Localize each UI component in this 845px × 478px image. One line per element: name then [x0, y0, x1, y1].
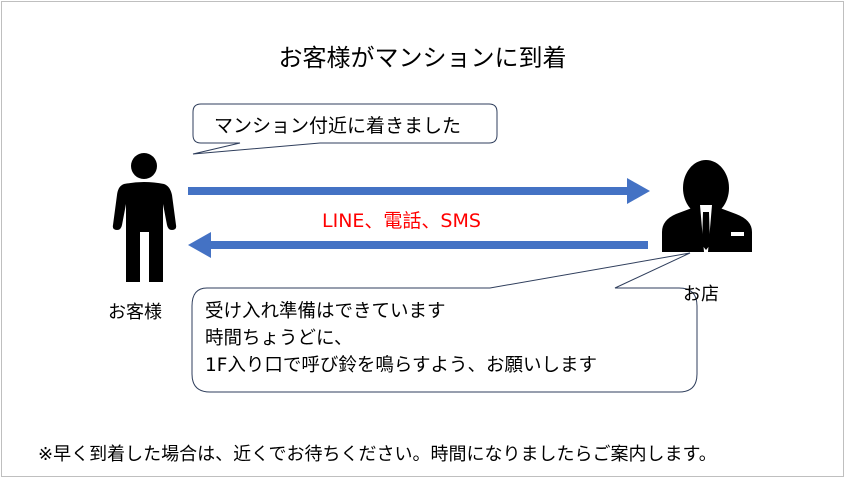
shop-staff-icon: [662, 160, 752, 252]
arrow-to-shop: [188, 178, 650, 204]
shop-reply-line: 1F入り口で呼び鈴を鳴らすよう、お願いします: [205, 355, 598, 376]
customer-callout: [192, 103, 498, 155]
diagram-title: お客様がマンションに到着: [278, 44, 567, 72]
shop-reply-line: 時間ちょうどに、: [205, 328, 353, 349]
shop-reply: 受け入れ準備はできています 時間ちょうどに、 1F入り口で呼び鈴を鳴らすよう、お…: [205, 298, 597, 379]
shop-callout: [191, 252, 698, 393]
shop-label: お店: [683, 284, 719, 305]
channels-label: LINE、電話、SMS: [322, 210, 481, 232]
customer-message: マンション付近に着きました: [214, 115, 462, 137]
arrow-to-customer: [188, 232, 648, 258]
shop-reply-line: 受け入れ準備はできています: [205, 301, 446, 322]
customer-label: お客様: [108, 302, 162, 323]
footnote: ※早く到着した場合は、近くでお待ちください。時間になりましたらご案内します。: [38, 444, 717, 465]
customer-person-icon: [112, 153, 177, 282]
